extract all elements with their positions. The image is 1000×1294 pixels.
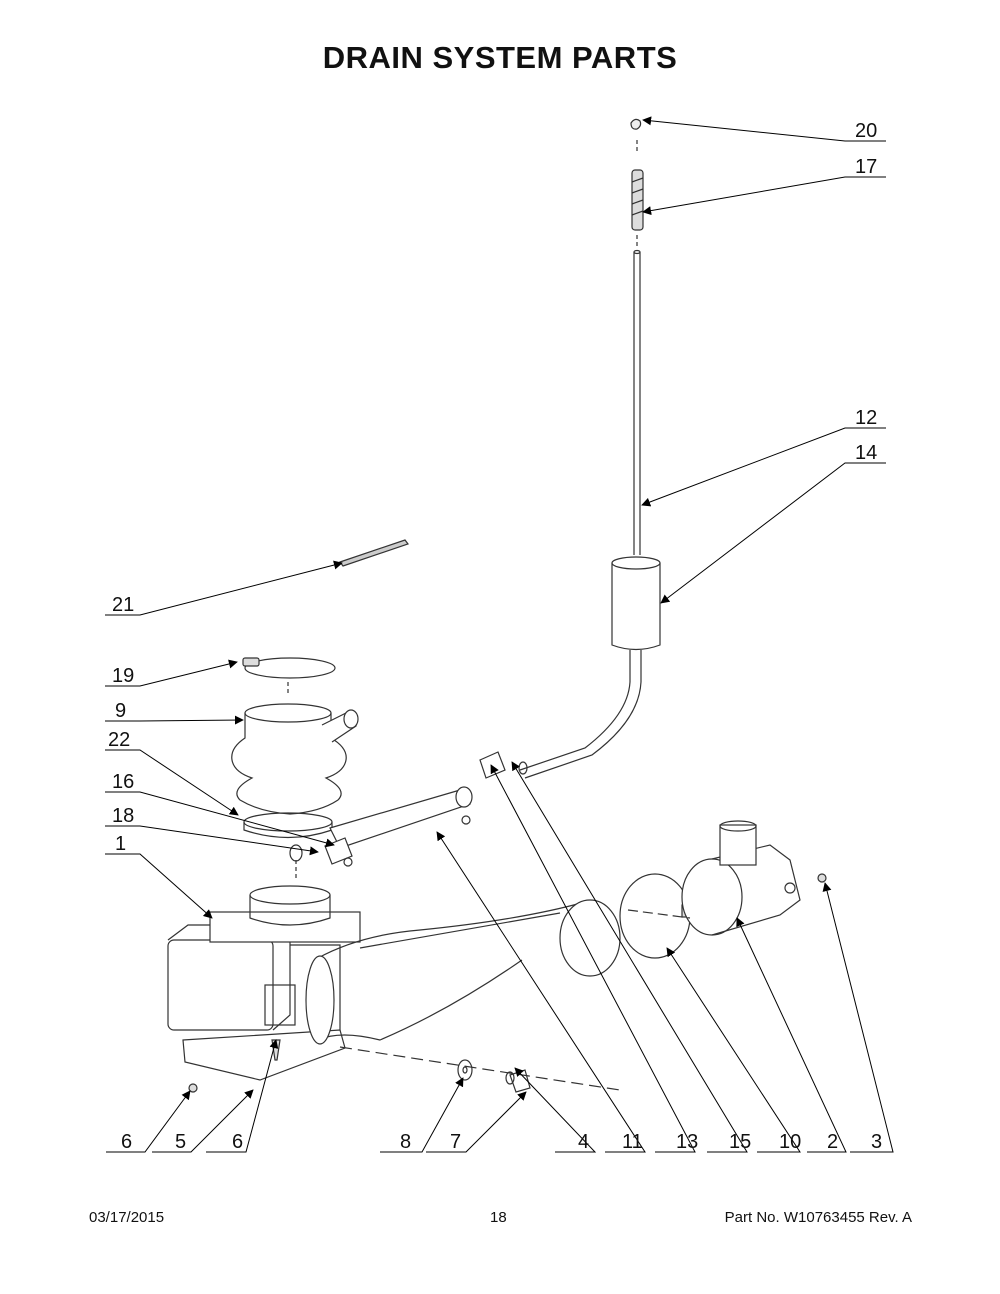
callout-14: 14 — [855, 442, 877, 464]
part-3-screw — [817, 873, 827, 883]
callout-10: 10 — [779, 1131, 801, 1153]
callout-7: 7 — [450, 1131, 461, 1153]
callout-19: 19 — [112, 665, 134, 687]
part-6-screw-left — [188, 1083, 198, 1093]
callout-12: 12 — [855, 407, 877, 429]
part-9-bellows — [231, 703, 359, 815]
part-18-fitting — [289, 844, 303, 880]
callout-20: 20 — [855, 120, 877, 142]
callout-21: 21 — [112, 594, 134, 616]
part-14-pressure-chamber — [519, 556, 661, 779]
part-8-washer — [457, 1059, 473, 1081]
callout-22: 22 — [108, 729, 130, 751]
part-13-coupling — [479, 751, 506, 779]
part-2-sump — [681, 820, 801, 936]
part-21-cable-tie — [339, 539, 409, 567]
footer-part-number: Part No. W10763455 Rev. A — [724, 1209, 912, 1226]
footer-date: 03/17/2015 — [89, 1209, 165, 1226]
part-11-hose — [324, 786, 473, 867]
callout-5: 5 — [175, 1131, 186, 1153]
callout-6-right: 6 — [232, 1131, 243, 1153]
callout-8: 8 — [400, 1131, 411, 1153]
callout-13: 13 — [676, 1131, 698, 1153]
callout-6-left: 6 — [121, 1131, 132, 1153]
callout-3: 3 — [871, 1131, 882, 1153]
callout-18: 18 — [112, 805, 134, 827]
callout-2: 2 — [827, 1131, 838, 1153]
part-17-sleeve — [631, 169, 644, 246]
footer-page-number: 18 — [490, 1209, 507, 1226]
callout-15: 15 — [729, 1131, 751, 1153]
callout-1: 1 — [115, 833, 126, 855]
callout-4: 4 — [578, 1131, 589, 1153]
callout-17: 17 — [855, 156, 877, 178]
callout-9: 9 — [115, 700, 126, 722]
part-22-clamp — [243, 812, 333, 839]
callout-11: 11 — [622, 1131, 643, 1153]
part-1-drain-pump — [167, 885, 361, 1081]
part-4-drain-hose — [305, 899, 621, 1045]
part-20-clip — [630, 118, 642, 152]
part-12-air-tube — [633, 249, 641, 555]
part-19-clamp — [242, 657, 336, 696]
callout-16: 16 — [112, 771, 134, 793]
page-title: DRAIN SYSTEM PARTS — [322, 40, 678, 75]
